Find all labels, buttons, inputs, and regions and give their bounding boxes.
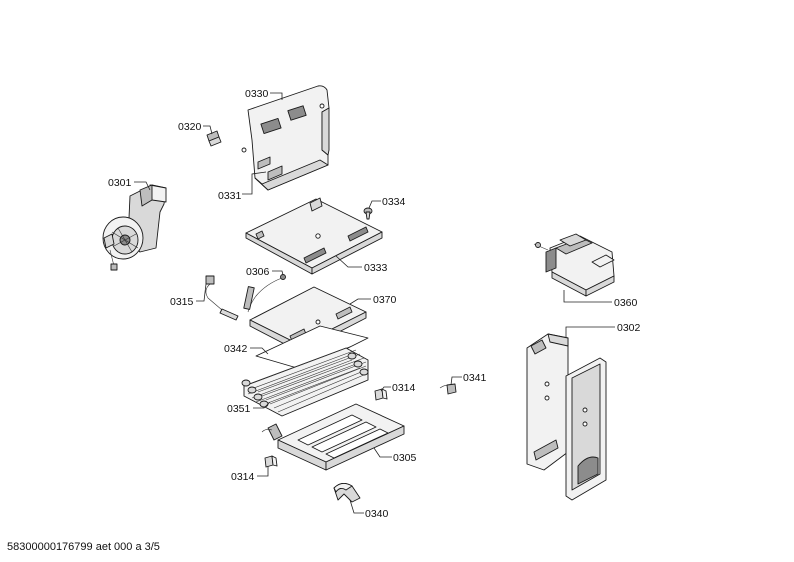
label-0341: 0341 [463, 372, 487, 384]
label-0333: 0333 [364, 262, 388, 274]
part-0320-clip [206, 130, 222, 147]
label-0314-lower: 0314 [231, 471, 255, 483]
label-0314-upper: 0314 [392, 382, 416, 394]
label-0330: 0330 [245, 88, 269, 100]
part-labels: 0330 0320 0301 0331 0334 0333 0306 0315 … [108, 88, 641, 520]
label-0315: 0315 [170, 296, 194, 308]
leader-lines [134, 92, 615, 514]
document-code: 58300000176799 aet 000 a 3/5 [7, 541, 160, 553]
label-0360: 0360 [614, 297, 638, 309]
label-0305: 0305 [393, 452, 417, 464]
label-0340: 0340 [365, 508, 389, 520]
part-0330-cover-panel [241, 85, 330, 191]
part-0341-sensor [439, 383, 457, 395]
part-0302-side-panels [526, 333, 607, 501]
part-0314-clip-lower [264, 455, 278, 468]
part-0351-evaporator [241, 345, 369, 417]
part-0301-fan-assembly [102, 184, 167, 271]
label-0320: 0320 [178, 121, 202, 133]
part-0342-insulation-sheet [255, 325, 369, 371]
part-0334-screw [363, 207, 373, 220]
label-0331: 0331 [218, 190, 242, 202]
label-0370: 0370 [373, 294, 397, 306]
label-0306: 0306 [246, 266, 270, 278]
label-0301: 0301 [108, 177, 132, 189]
part-0340-handle [333, 483, 361, 503]
part-0315-heater-lead [205, 275, 239, 321]
label-0334: 0334 [382, 196, 406, 208]
part-0306-sensor [243, 274, 286, 313]
label-0351: 0351 [227, 403, 251, 415]
part-0360-dispenser-module [533, 233, 615, 297]
label-0342: 0342 [224, 343, 248, 355]
part-0305-drip-tray [261, 403, 405, 471]
part-0314-clip-upper [374, 388, 388, 401]
label-0302: 0302 [617, 322, 641, 334]
part-0333-cover-plate [245, 197, 383, 275]
